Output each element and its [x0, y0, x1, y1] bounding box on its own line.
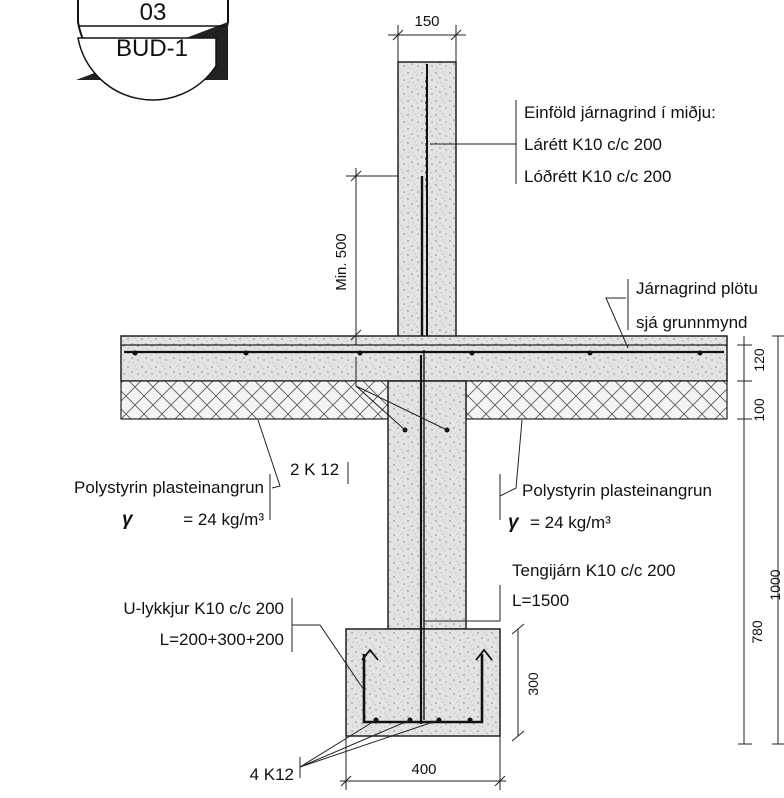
dim-slab-120: 120 [751, 348, 767, 372]
badge-number: 03 [140, 0, 167, 26]
leaders [257, 100, 629, 778]
dim-slab-100: 100 [751, 398, 767, 422]
gamma-symbol-left: γ [122, 509, 134, 530]
note-ubar-1: U-lykkjur K10 c/c 200 [123, 599, 284, 618]
structure [120, 61, 728, 737]
note-dowel-1: Tengijárn K10 c/c 200 [512, 561, 676, 580]
note-insulation-right-2: = 24 kg/m³ [530, 513, 611, 532]
note-insulation-left-2: = 24 kg/m³ [183, 510, 264, 529]
dim-footing-height: 300 [525, 672, 541, 696]
note-insulation-left-1: Polystyrin plasteinangrun [74, 478, 264, 497]
note-ubar-2: L=200+300+200 [160, 630, 284, 649]
footing [345, 628, 501, 737]
note-insulation-right-1: Polystyrin plasteinangrun [522, 481, 712, 500]
note-2k12: 2 K 12 [290, 460, 339, 479]
dim-footing-width: 400 [411, 761, 436, 778]
dim-780: 780 [749, 620, 765, 644]
dim-wall-width: 150 [414, 13, 439, 30]
dim-min-lap: Min. 500 [333, 233, 350, 291]
insulation-right [465, 380, 728, 420]
foundation-wall [387, 380, 467, 630]
dimensions [340, 25, 784, 790]
note-dowel-2: L=1500 [512, 591, 569, 610]
sheet-badge: 03 BUD-1 [76, 0, 229, 101]
insulation-left [120, 380, 389, 420]
note-mesh-vertical: Lóðrétt K10 c/c 200 [524, 167, 671, 186]
gamma-symbol-right: γ [508, 512, 520, 533]
labels: 150 Min. 500 100 120 1000 780 300 400 Ei… [74, 13, 783, 784]
note-mesh-title: Einföld járnagrind í miðju: [524, 103, 716, 122]
note-slab-mesh-1: Járnagrind plötu [636, 279, 758, 298]
badge-code: BUD-1 [116, 35, 188, 62]
note-mesh-horizontal: Lárétt K10 c/c 200 [524, 135, 662, 154]
dim-total-1000: 1000 [767, 569, 783, 600]
reinforcement [124, 64, 724, 724]
note-slab-mesh-2: sjá grunnmynd [636, 313, 748, 332]
note-4k12: 4 K12 [250, 765, 294, 784]
